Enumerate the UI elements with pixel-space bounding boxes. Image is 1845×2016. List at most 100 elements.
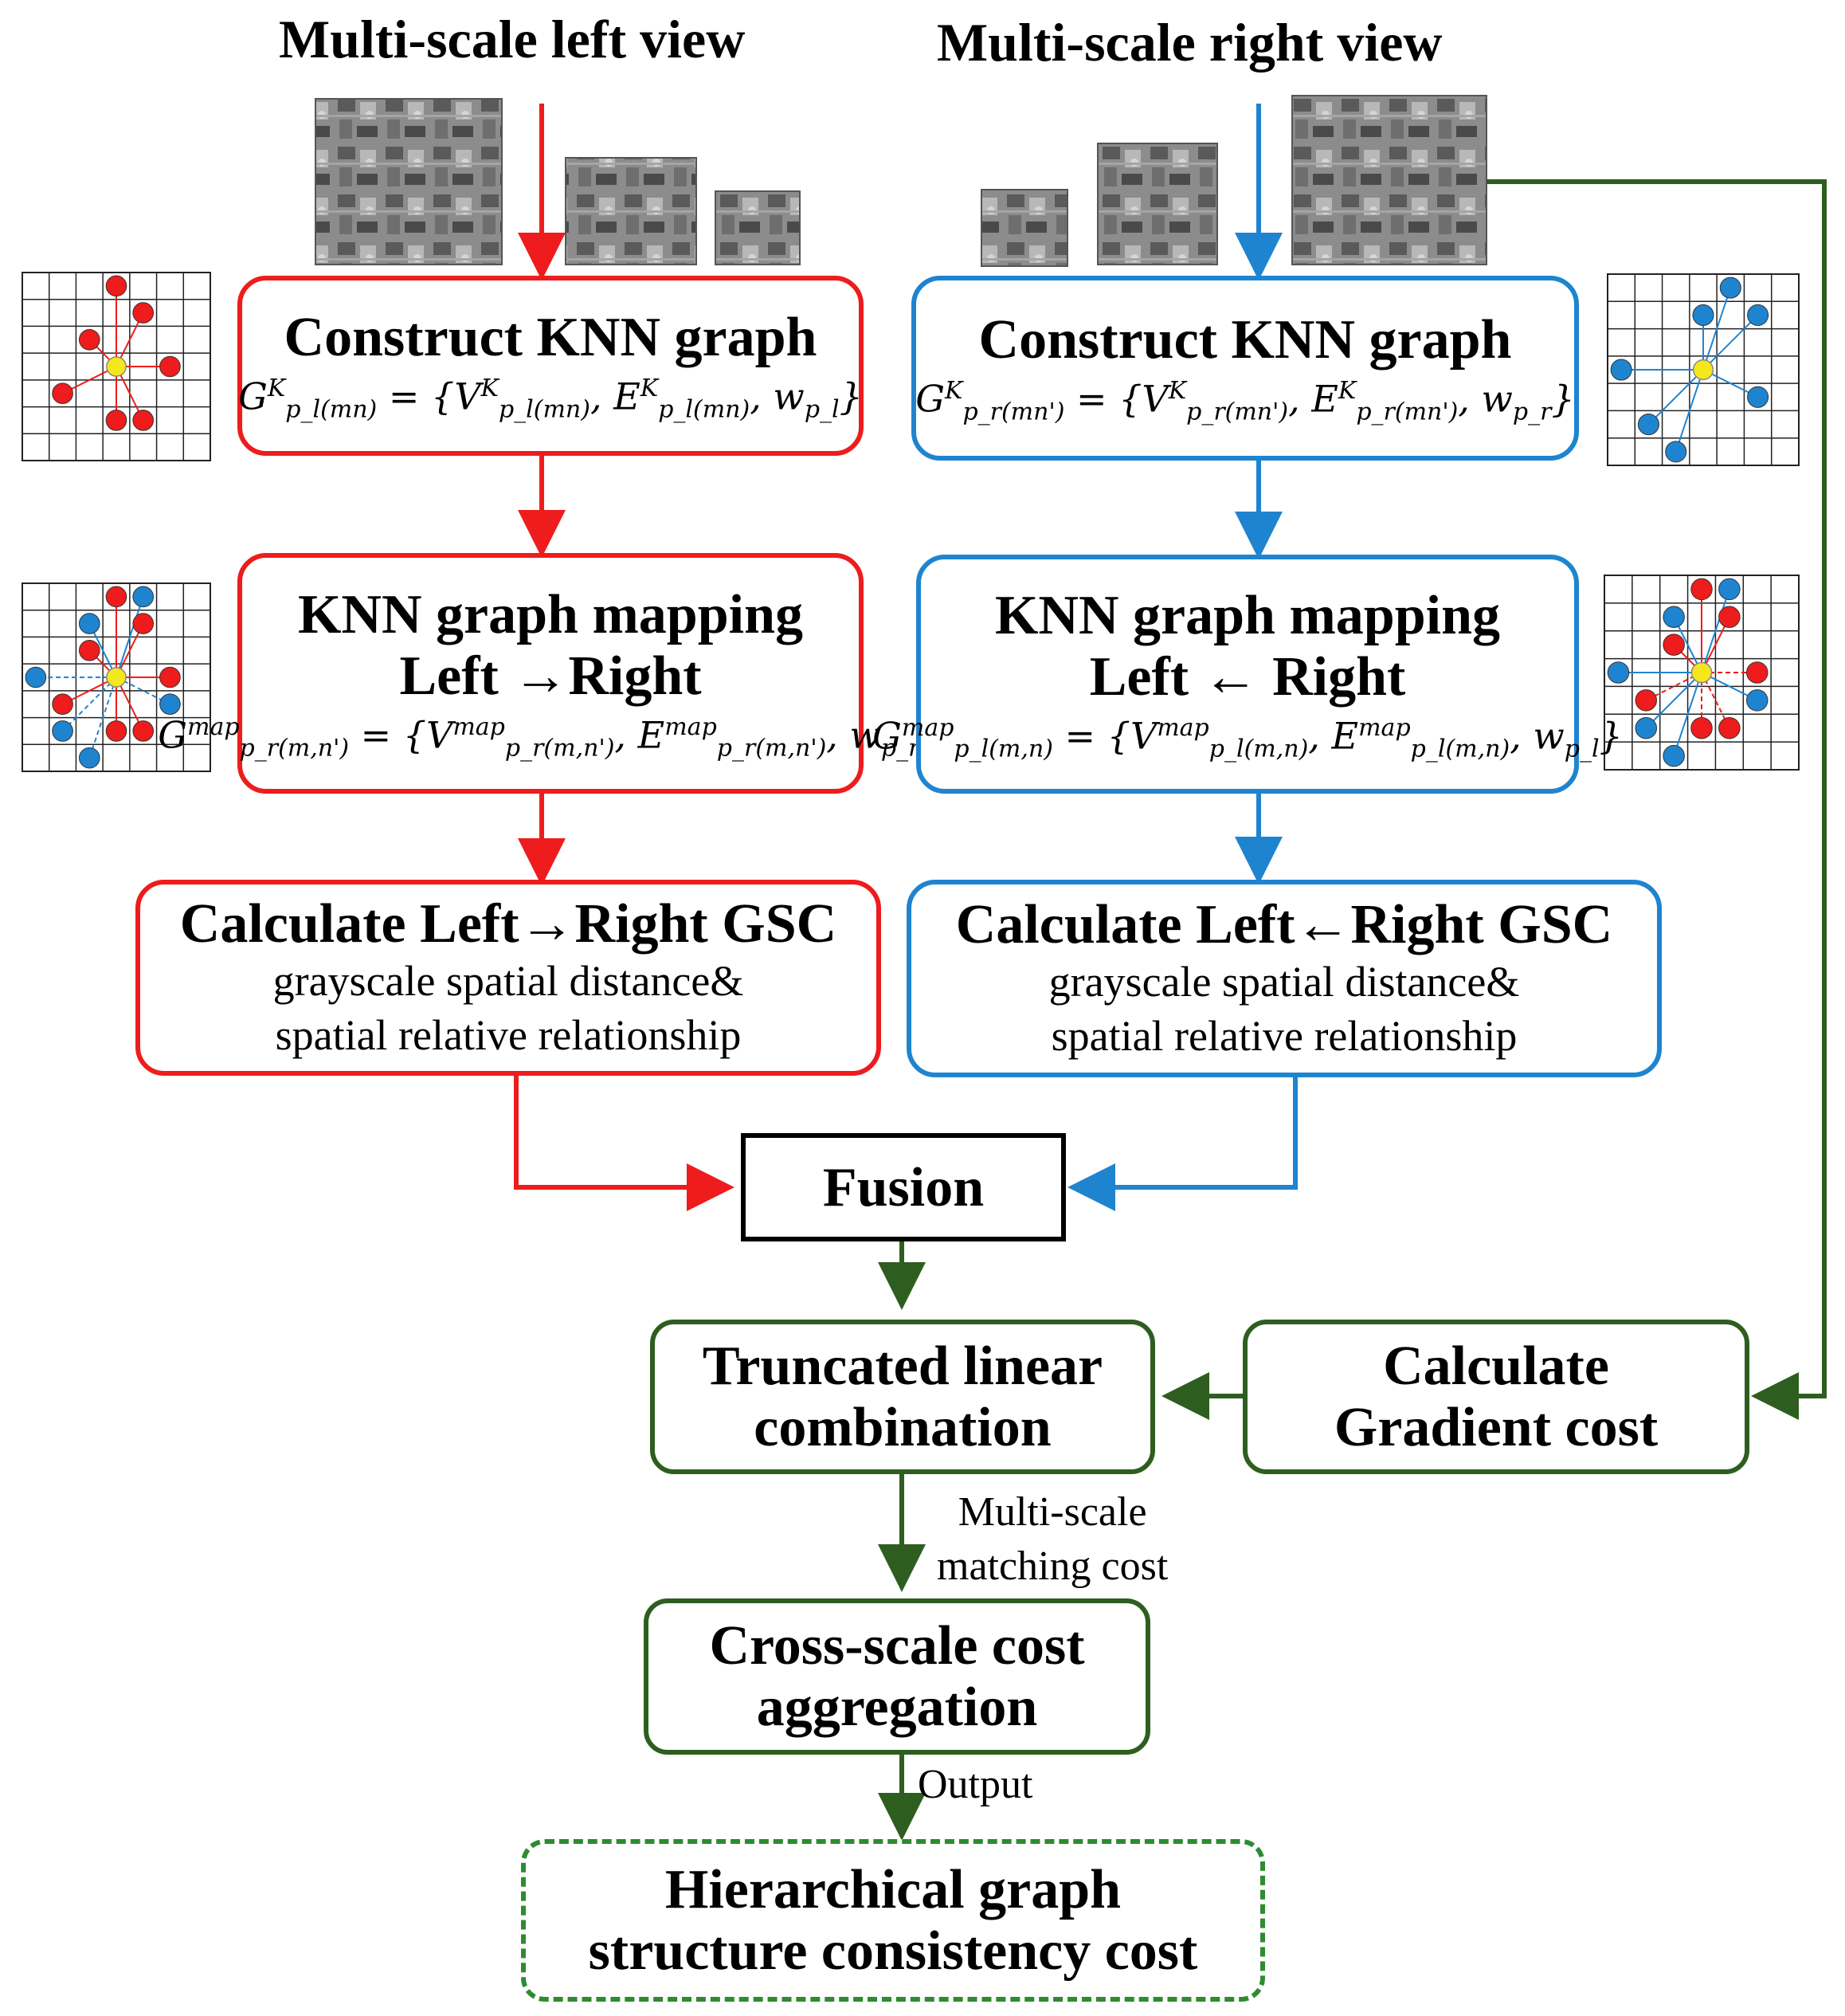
blue-node [1692,304,1714,326]
blue-node [132,586,155,608]
red-node [1745,661,1769,684]
aggregation-line1: Cross-scale cost [709,1615,1085,1677]
result-line2: structure consistency cost [588,1920,1198,1982]
left-gsc-box: Calculate Left→Right GSC grayscale spati… [135,880,881,1076]
knn-edge [88,677,117,759]
knn-edge [116,596,144,678]
gradient-line1: Calculate [1383,1336,1609,1397]
left-knn-mapping-box: KNN graph mapping Left →Right Gmapp_r(m,… [158,553,943,794]
blue-node [1663,606,1685,629]
red-node [52,382,73,405]
left-view-title: Multi-scale left view [279,9,746,69]
right-view-title: Multi-scale right view [937,12,1443,73]
red-node [52,693,73,716]
red-node [132,410,155,431]
blue-node [159,693,181,716]
left-view-image-large [315,98,503,265]
knn-grid-icon-left-construct [22,272,211,461]
red-node [132,720,155,742]
right-gsc-line2: spatial relative relationship [1051,1011,1518,1060]
blue-node [1719,277,1741,299]
left-knn-mapping-title-line1: KNN graph mapping [297,583,804,645]
aggregation-line2: aggregation [756,1677,1038,1738]
left-gsc-title: Calculate Left→Right GSC [179,893,837,955]
knn-edge [1701,589,1730,673]
red-node [78,639,100,661]
left-construct-knn-box: Construct KNN graph GKp_l(mn) = {VKp_l(m… [237,276,864,456]
red-node [1663,633,1685,656]
red-node [1690,578,1713,601]
arrow-right-gsc-to-fusion [1067,1077,1298,1211]
red-node [159,666,181,688]
blue-node [52,720,73,742]
blue-node [78,747,100,769]
red-node [1718,716,1741,739]
truncated-line2: combination [754,1397,1052,1458]
left-view-image-medium [565,157,697,265]
center-node [1692,359,1714,381]
red-node [132,613,155,634]
red-node [78,328,100,351]
right-knn-mapping-formula: Gmapp_l(m,n) = {Vmapp_l(m,n), Emapp_l(m,… [872,713,1623,763]
blue-node [1747,386,1769,408]
left-gsc-line2: spatial relative relationship [275,1010,742,1059]
red-node [132,302,155,324]
left-knn-mapping-title-line2: Left →Right [399,645,702,707]
right-knn-mapping-box: KNN graph mapping Left ← Right Gmapp_l(m… [872,555,1623,794]
knn-grid-icon-right-construct [1607,273,1800,466]
center-node [106,667,127,688]
gradient-line2: Gradient cost [1334,1397,1659,1458]
center-node [106,356,127,377]
red-node [105,586,127,608]
red-node [105,720,127,742]
right-construct-knn-title: Construct KNN graph [978,309,1512,371]
multiscale-label-line2: matching cost [937,1543,1169,1589]
cross-scale-aggregation-box: Cross-scale cost aggregation [644,1598,1150,1755]
blue-node [1745,689,1769,712]
fusion-box: Fusion [741,1133,1066,1241]
blue-node [1718,578,1741,601]
multiscale-matching-cost-label: Multi-scale matching cost [937,1485,1168,1593]
left-gsc-line1: grayscale spatial distance& [272,957,744,1005]
red-node [159,355,181,378]
left-construct-knn-title: Construct KNN graph [284,307,817,369]
right-gsc-title: Calculate Left←Right GSC [955,894,1613,955]
red-node [105,410,127,431]
hierarchical-graph-result-box: Hierarchical graph structure consistency… [521,1839,1265,2002]
blue-node [25,666,47,688]
right-gsc-box: Calculate Left←Right GSC grayscale spati… [907,880,1662,1077]
right-construct-knn-box: Construct KNN graph GKp_r(mn') = {VKp_r(… [911,276,1579,461]
blue-node [1665,441,1687,463]
blue-node [1635,716,1658,739]
blue-node [1663,744,1685,767]
red-node [1718,606,1741,629]
gradient-cost-box: Calculate Gradient cost [1243,1320,1749,1474]
blue-node [1607,661,1630,684]
output-label: Output [918,1762,1033,1807]
right-view-image-medium [1097,143,1218,265]
blue-node [78,613,100,634]
knn-edge [1702,287,1732,371]
left-knn-mapping-formula: Gmapp_r(m,n') = {Vmapp_r(m,n'), Emapp_r(… [158,712,943,763]
truncated-linear-box: Truncated linear combination [650,1320,1155,1474]
knn-grid-icon-left-mapping [22,582,211,772]
knn-edge [1702,314,1759,371]
knn-edge [61,677,117,732]
fusion-label: Fusion [822,1156,985,1218]
multiscale-label-line1: Multi-scale [958,1489,1147,1535]
blue-node [1637,414,1659,436]
knn-edge [1675,369,1704,453]
right-gsc-line1: grayscale spatial distance& [1048,958,1520,1006]
arrow-left-gsc-to-fusion [514,1076,734,1211]
right-view-image-large [1291,95,1487,265]
truncated-line1: Truncated linear [702,1336,1103,1397]
knn-edge [1673,672,1702,756]
red-node [105,275,127,297]
knn-grid-icon-right-mapping [1604,575,1800,771]
right-knn-mapping-title-line2: Left ← Right [1089,645,1406,708]
result-line1: Hierarchical graph [664,1859,1122,1920]
right-view-image-small [981,189,1068,267]
blue-node [1747,304,1769,326]
left-construct-knn-formula: GKp_l(mn) = {VKp_l(mn), EKp_l(mn), wp_l} [238,375,863,424]
